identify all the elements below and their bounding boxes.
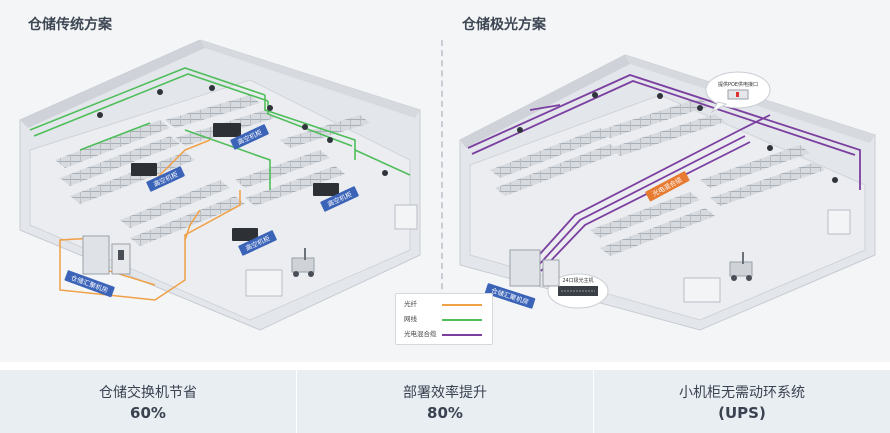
benefit-label: 仓储交换机节省 <box>99 384 197 401</box>
right-hybrid-cables <box>467 74 861 272</box>
panel-divider <box>441 40 443 340</box>
right-room-label-text: 仓储汇聚机房 <box>490 286 530 307</box>
right-panel-title: 仓储极光方案 <box>462 17 546 33</box>
cable-label-bg <box>645 171 690 202</box>
right-aggregation-cabinets <box>509 249 560 287</box>
room-label-bg <box>64 270 115 298</box>
benefit-label: 部署效率提升 <box>403 384 487 401</box>
legend-hybrid-line <box>442 334 482 336</box>
left-aggregation-cabinets <box>82 235 131 275</box>
legend-network-label: 网线 <box>404 315 417 323</box>
poe-bubble-label: 提供POE供电接口 <box>718 81 758 88</box>
left-roof-edge <box>20 40 205 128</box>
left-rack-rows <box>55 95 370 246</box>
legend-fiber-line <box>442 304 482 306</box>
right-forklift <box>729 252 753 281</box>
cabinet-label-bg <box>320 186 359 212</box>
benefit-value: 80% <box>427 403 463 422</box>
poe-bubble: 提供POE供电接口 <box>705 71 771 114</box>
benefit-switch-saving: 仓储交换机节省 60% <box>0 370 297 433</box>
left-warehouse: 高空机柜 高空机柜 高空机柜 高空机柜 <box>19 39 421 331</box>
left-boxes <box>245 204 418 297</box>
left-high-cabinets <box>131 123 339 241</box>
right-warehouse: 光电混合缆 提供POE供电接口 24口极光主机 <box>459 54 876 331</box>
benefit-value: 60% <box>130 403 166 422</box>
left-roof-edge-2 <box>200 40 420 118</box>
benefit-label: 小机柜无需动环系统 <box>679 384 805 401</box>
cabinet-label-bg <box>146 166 185 192</box>
benefits-bar: 仓储交换机节省 60% 部署效率提升 80% 小机柜无需动环系统 (UPS) <box>0 370 890 433</box>
right-roof-edge <box>460 55 630 148</box>
left-panel-title: 仓储传统方案 <box>28 17 112 33</box>
cabinet-label-bg <box>230 124 269 150</box>
comparison-diagram: 仓储传统方案 仓储极光方案 <box>0 0 890 362</box>
right-room-label-bg <box>484 283 536 309</box>
legend-network-line <box>442 319 482 321</box>
left-forklift <box>291 248 315 277</box>
right-boxes <box>683 209 851 303</box>
benefit-value: (UPS) <box>718 403 766 422</box>
benefit-no-ups: 小机柜无需动环系统 (UPS) <box>594 370 890 433</box>
legend: 光纤 网线 光电混合缆 <box>395 293 493 345</box>
left-network-lines <box>29 67 411 190</box>
legend-fiber-label: 光纤 <box>404 300 417 308</box>
right-cameras <box>517 92 838 183</box>
cabinet-label-bg <box>238 230 277 256</box>
warehouse-scenes: 高空机柜 高空机柜 高空机柜 高空机柜 <box>19 39 876 331</box>
left-cameras <box>97 85 388 176</box>
host-bubble: 24口极光主机 <box>547 273 609 309</box>
legend-hybrid-label: 光电混合缆 <box>404 330 437 338</box>
host-label: 24口极光主机 <box>562 277 593 284</box>
benefit-deploy-efficiency: 部署效率提升 80% <box>297 370 594 433</box>
right-rack-rows <box>490 98 825 256</box>
